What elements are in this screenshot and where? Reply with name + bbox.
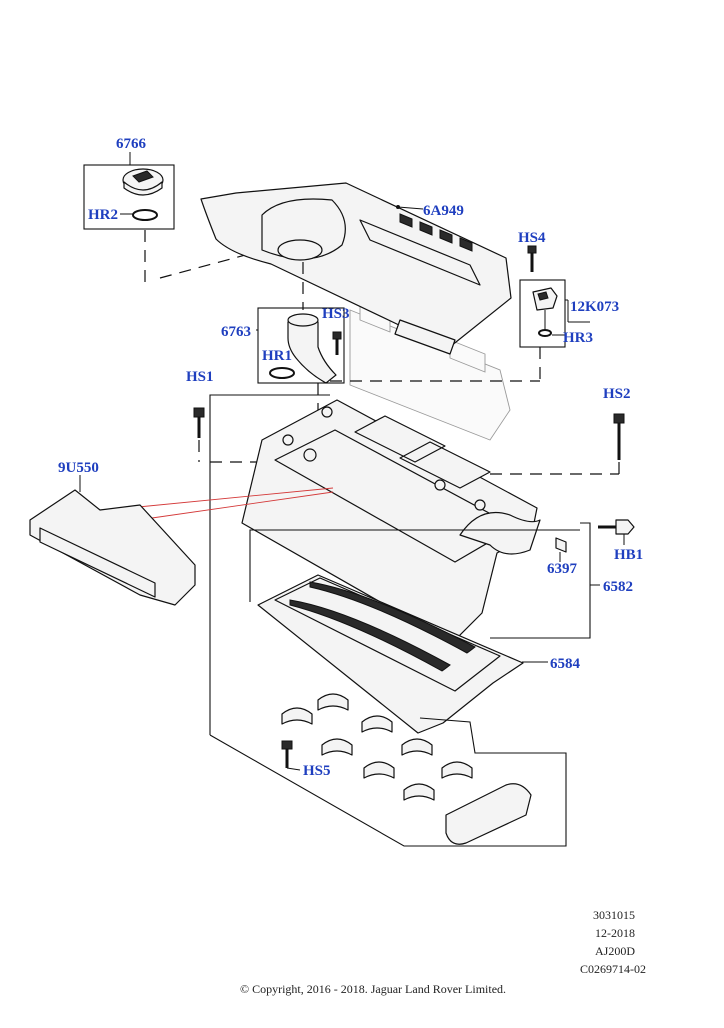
meta-illustration-id: C0269714-02	[580, 962, 646, 976]
cover-raised-sections	[354, 415, 491, 489]
callout-9u550[interactable]: 9U550	[58, 460, 99, 476]
hs5-leader	[286, 767, 301, 771]
callout-6a949[interactable]: 6A949	[423, 203, 464, 219]
callout-hr3[interactable]: HR3	[563, 330, 593, 346]
bearing-cap-3	[361, 715, 393, 733]
sensor-frame	[519, 279, 566, 348]
bearing-cap-6	[401, 738, 433, 756]
cover-boss-4	[474, 499, 486, 511]
cover-boss-1	[282, 434, 294, 446]
bearing-cap-1	[281, 707, 313, 725]
oil-filler-cap-group	[83, 152, 291, 285]
hs4-bolt-head	[527, 245, 537, 254]
cap-skirt	[123, 181, 163, 196]
gasket-group	[249, 529, 580, 734]
caps-frame	[209, 717, 567, 847]
callout-hs3[interactable]: HS3	[322, 306, 350, 322]
6582-bracket	[490, 522, 591, 639]
bearing-caps-group	[209, 693, 567, 847]
hb1-bolt-head	[615, 519, 635, 535]
hs5-bolt-head	[281, 740, 293, 750]
oil-filler-tube	[287, 316, 337, 384]
callout-hb1[interactable]: HB1	[614, 547, 643, 563]
bearing-cap-8	[441, 761, 473, 779]
callout-hs1[interactable]: HS1	[186, 369, 214, 385]
cap-frame	[83, 164, 175, 230]
guide-line-1	[127, 487, 334, 509]
6a949-anchor	[396, 205, 400, 209]
callout-6397[interactable]: 6397	[547, 561, 578, 577]
callout-hs5[interactable]: HS5	[303, 763, 331, 779]
engine-cover-group	[200, 182, 512, 441]
gasket-frame	[249, 529, 580, 602]
cover-lower-edge	[394, 319, 456, 355]
bearing-cap-2	[317, 693, 349, 711]
callout-hs2[interactable]: HS2	[603, 386, 631, 402]
bearing-cap-4	[321, 738, 353, 756]
tube-o-ring	[269, 367, 295, 379]
cover-ribs	[399, 213, 473, 252]
camshaft-2	[309, 581, 476, 654]
callout-hr1[interactable]: HR1	[262, 348, 292, 364]
tube-frame	[257, 307, 345, 384]
bearing-cap-5	[363, 761, 395, 779]
meta-date: 12-2018	[595, 926, 635, 940]
6a949-leader	[397, 206, 424, 210]
cover-top-ridge	[359, 219, 481, 286]
cover-end-housing	[459, 511, 541, 555]
mounting-bolts	[193, 407, 625, 475]
front-bearing-cap	[445, 783, 532, 845]
guide-line-2	[151, 491, 334, 519]
meta-number: 3031015	[593, 908, 635, 922]
camshaft-1	[289, 599, 451, 672]
callout-hr2[interactable]: HR2	[88, 207, 118, 223]
cover-port	[303, 448, 317, 462]
sensor-o-ring	[538, 329, 552, 337]
cap-dash-to-cover	[159, 242, 291, 279]
callout-12k073[interactable]: 12K073	[570, 299, 619, 315]
hs3-bolt-head	[332, 331, 342, 340]
sensor-group	[330, 245, 590, 382]
callout-6584[interactable]: 6584	[550, 656, 581, 672]
heat-shield-ribs	[39, 527, 156, 598]
meta-engine: AJ200D	[595, 944, 635, 958]
callout-6582[interactable]: 6582	[603, 579, 633, 595]
cover-boss-3	[434, 479, 446, 491]
cap-grip	[132, 170, 154, 183]
callout-6763[interactable]: 6763	[221, 324, 251, 340]
hs2-bolt-head	[613, 413, 625, 424]
tube-top-rim	[287, 313, 319, 327]
cap-seal-ring	[132, 209, 158, 221]
carrier-frame-top	[209, 394, 330, 462]
callout-hs4[interactable]: HS4	[518, 230, 546, 246]
cover-boss-2	[321, 406, 333, 418]
bearing-cap-7	[403, 783, 435, 801]
fitting-6397	[555, 537, 567, 553]
heat-shield	[29, 489, 196, 606]
callout-6766[interactable]: 6766	[116, 136, 147, 152]
camshaft-carrier-group	[127, 394, 635, 735]
cover-filler-opening	[277, 239, 323, 261]
copyright-notice: © Copyright, 2016 - 2018. Jaguar Land Ro…	[240, 982, 506, 996]
hs1-bolt-head	[193, 407, 205, 418]
filler-tube-group	[256, 262, 345, 420]
heat-shield-group	[29, 475, 196, 606]
sensor-connector	[537, 291, 549, 301]
